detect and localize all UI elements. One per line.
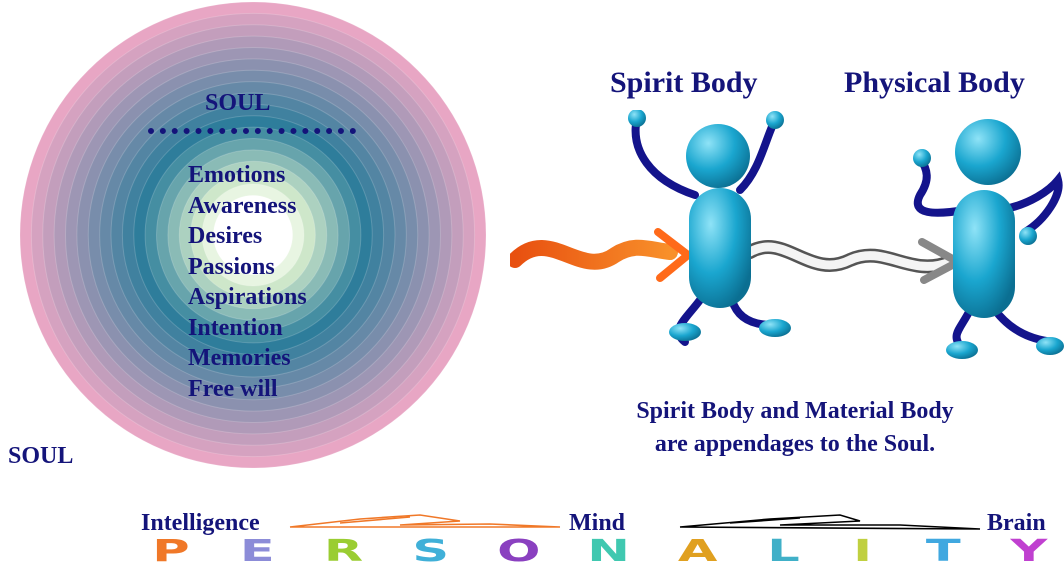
spirit-figure — [628, 110, 791, 346]
personality-letter: Y — [1010, 534, 1048, 569]
personality-letter: O — [496, 534, 541, 569]
personality-letter: R — [323, 534, 363, 569]
soul-concentric-circle — [20, 2, 486, 468]
personality-letter: E — [239, 534, 275, 569]
brain-label: Brain — [987, 510, 1046, 536]
intelligence-label: Intelligence — [141, 510, 260, 536]
mind-label: Mind — [569, 510, 626, 536]
physical-body-heading: Physical Body — [844, 66, 1025, 99]
incoming-wave — [510, 228, 692, 282]
physical-figure — [913, 119, 1064, 359]
quality-item: Intention — [188, 314, 283, 341]
soul-outer-label: SOUL — [8, 443, 74, 469]
quality-item: Awareness — [188, 192, 297, 219]
quality-item: Aspirations — [188, 284, 307, 310]
caption-line-1: Spirit Body and Material Body — [636, 398, 954, 424]
personality-letter: N — [587, 534, 630, 569]
quality-item: Emotions — [188, 162, 286, 188]
appendages-caption: Spirit Body and Material Body are append… — [540, 395, 1050, 461]
link-wave — [743, 238, 962, 284]
personality-letter: L — [766, 534, 800, 569]
personality-letter: A — [677, 534, 718, 569]
quality-item: Desires — [188, 223, 263, 249]
soul-ring — [212, 194, 294, 276]
intelligence-mind-connector — [289, 514, 561, 528]
soul-qualities-list: Emotions Awareness Desires Passions Aspi… — [188, 160, 307, 404]
spirit-body-heading: Spirit Body — [610, 66, 758, 99]
label-connectors — [289, 514, 981, 530]
quality-item: Passions — [188, 253, 275, 280]
personality-letter: P — [152, 534, 190, 569]
personality-letter: T — [925, 534, 961, 569]
dotted-divider — [148, 128, 356, 134]
personality-letter: S — [411, 534, 449, 569]
body-figures — [510, 110, 1064, 359]
quality-item: Free will — [188, 375, 278, 402]
personality-letter: I — [853, 534, 873, 569]
soul-inner-title: SOUL — [205, 90, 271, 116]
caption-line-2: are appendages to the Soul. — [654, 431, 936, 457]
quality-item: Memories — [188, 345, 291, 371]
mind-brain-connector — [679, 514, 981, 530]
